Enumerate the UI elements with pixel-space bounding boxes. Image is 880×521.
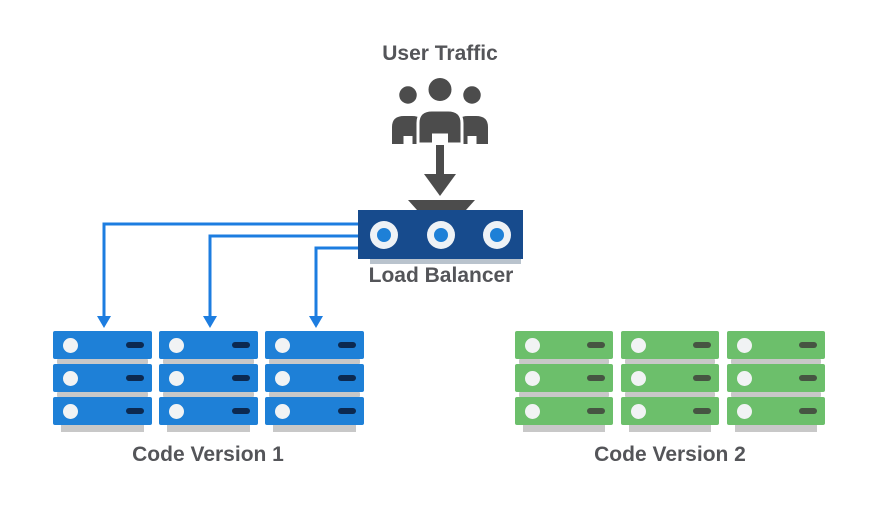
server-unit <box>621 364 719 392</box>
server-stack <box>53 331 152 432</box>
server-unit <box>159 397 258 425</box>
server-unit <box>53 364 152 392</box>
server-vent-icon <box>232 375 250 381</box>
server-light-icon <box>275 403 290 419</box>
server-light-icon <box>525 370 540 386</box>
server-unit <box>265 331 364 359</box>
server-vent-icon <box>126 408 144 414</box>
lb-port-icon <box>370 220 398 249</box>
server-light-icon <box>63 370 78 386</box>
server-light-icon <box>169 370 184 386</box>
users-icon <box>392 75 488 146</box>
down-arrow-icon <box>424 145 456 196</box>
lb-funnel-icon <box>408 200 475 210</box>
server-light-icon <box>631 403 646 419</box>
server-unit <box>265 397 364 425</box>
stack-shadow <box>523 425 605 432</box>
server-unit <box>53 331 152 359</box>
code-version-2-label: Code Version 2 <box>594 443 746 466</box>
server-stack <box>159 331 258 432</box>
server-unit <box>515 364 613 392</box>
server-vent-icon <box>693 342 711 348</box>
server-vent-icon <box>587 408 605 414</box>
server-light-icon <box>275 337 290 353</box>
connector-arrowheads <box>97 316 323 328</box>
server-unit <box>727 364 825 392</box>
user-traffic-label: User Traffic <box>382 42 498 65</box>
server-unit <box>159 331 258 359</box>
server-unit <box>159 364 258 392</box>
server-light-icon <box>631 370 646 386</box>
server-unit <box>621 331 719 359</box>
server-gap-shadow <box>269 359 360 364</box>
server-vent-icon <box>232 408 250 414</box>
server-gap-shadow <box>731 392 821 397</box>
server-light-icon <box>737 337 752 353</box>
connector-lines <box>102 222 360 318</box>
server-gap-shadow <box>57 359 148 364</box>
server-unit <box>53 397 152 425</box>
server-light-icon <box>275 370 290 386</box>
server-light-icon <box>63 403 78 419</box>
lb-port-icon <box>426 220 455 249</box>
server-stack <box>727 331 825 432</box>
server-unit <box>265 364 364 392</box>
server-vent-icon <box>693 375 711 381</box>
server-light-icon <box>631 337 646 353</box>
server-vent-icon <box>799 342 817 348</box>
server-gap-shadow <box>57 392 148 397</box>
server-light-icon <box>169 337 184 353</box>
stack-shadow <box>273 425 356 432</box>
server-vent-icon <box>338 375 356 381</box>
server-stack <box>265 331 364 432</box>
server-gap-shadow <box>625 359 715 364</box>
server-gap-shadow <box>519 359 609 364</box>
code-version-1-label: Code Version 1 <box>132 443 284 466</box>
server-vent-icon <box>693 408 711 414</box>
stack-shadow <box>61 425 144 432</box>
load-balancer-label: Load Balancer <box>368 264 514 287</box>
lb-port-icon <box>483 220 511 249</box>
server-unit <box>621 397 719 425</box>
load-balancer-icon <box>358 210 523 259</box>
server-vent-icon <box>232 342 250 348</box>
server-vent-icon <box>126 375 144 381</box>
server-vent-icon <box>587 342 605 348</box>
server-light-icon <box>63 337 78 353</box>
server-gap-shadow <box>163 392 254 397</box>
server-gap-shadow <box>625 392 715 397</box>
server-stack <box>621 331 719 432</box>
server-gap-shadow <box>519 392 609 397</box>
server-gap-shadow <box>269 392 360 397</box>
stack-shadow <box>629 425 711 432</box>
server-gap-shadow <box>163 359 254 364</box>
server-unit <box>727 331 825 359</box>
server-vent-icon <box>799 375 817 381</box>
server-vent-icon <box>587 375 605 381</box>
server-vent-icon <box>338 408 356 414</box>
server-unit <box>727 397 825 425</box>
server-light-icon <box>737 370 752 386</box>
stack-shadow <box>167 425 250 432</box>
server-vent-icon <box>126 342 144 348</box>
server-gap-shadow <box>731 359 821 364</box>
server-vent-icon <box>799 408 817 414</box>
server-stack <box>515 331 613 432</box>
server-light-icon <box>169 403 184 419</box>
server-unit <box>515 397 613 425</box>
server-light-icon <box>525 403 540 419</box>
server-unit <box>515 331 613 359</box>
server-light-icon <box>737 403 752 419</box>
server-light-icon <box>525 337 540 353</box>
lb-shadow <box>370 259 521 264</box>
server-vent-icon <box>338 342 356 348</box>
stack-shadow <box>735 425 817 432</box>
